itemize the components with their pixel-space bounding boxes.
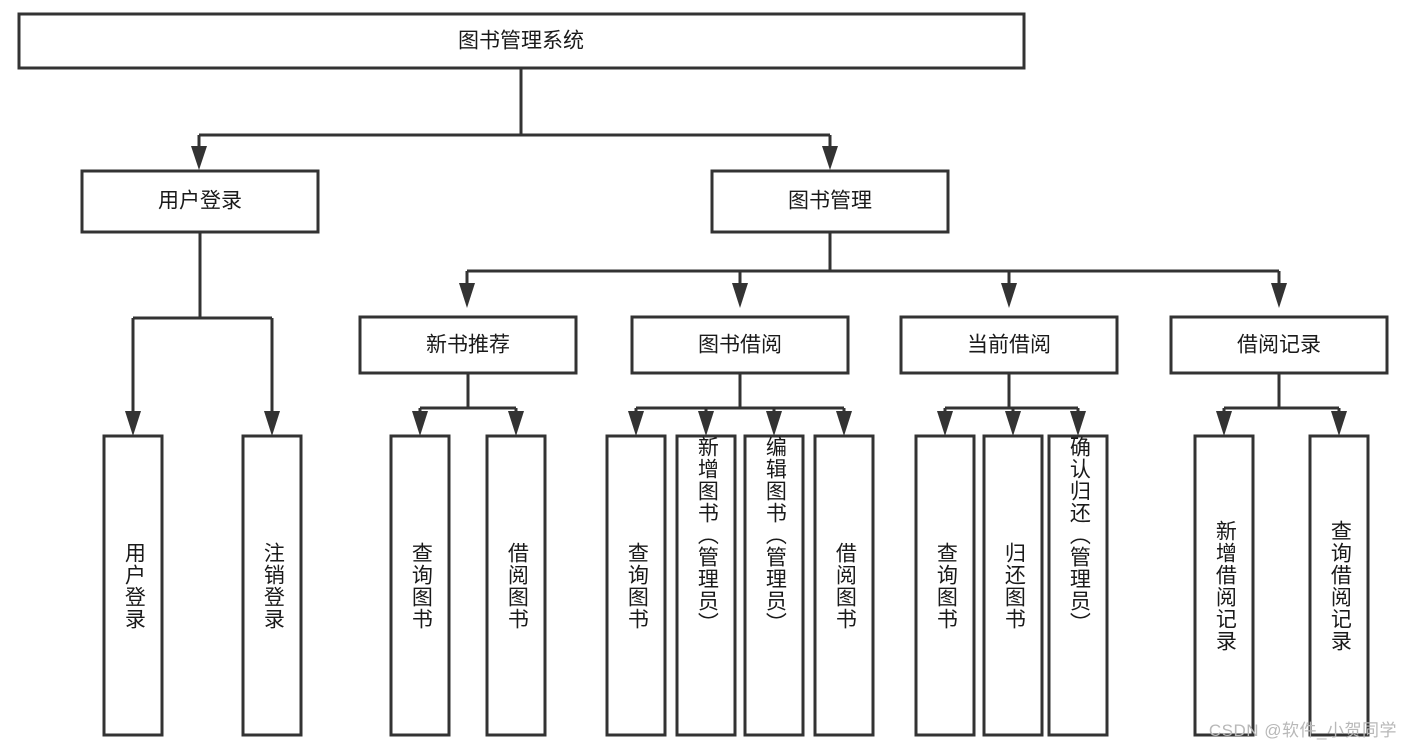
leaf-box-current-query[interactable] <box>914 434 976 737</box>
node-borrow-record[interactable]: 借阅记录 <box>1169 315 1389 375</box>
connector-borrow-record-to-leaves <box>1216 373 1347 436</box>
arrow-to-new-book <box>459 283 475 308</box>
arrow-to-current-borrow <box>1001 283 1017 308</box>
leaf-box-current-confirm[interactable] <box>1047 434 1109 737</box>
connector-root-to-level2 <box>191 68 838 170</box>
leaf-box-borrow-lend[interactable] <box>813 434 875 737</box>
connector-book-manage-to-level3 <box>459 232 1287 308</box>
csdn-watermark: CSDN @软件_小贺同学 <box>1208 721 1397 740</box>
node-new-book-box[interactable] <box>358 315 578 375</box>
node-current-borrow-label: 当前借阅 <box>967 334 1051 357</box>
node-book-manage-label: 图书管理 <box>788 190 872 213</box>
leaf-box-newbook-borrow[interactable] <box>485 434 547 737</box>
arrow-to-user-login <box>191 146 207 170</box>
node-new-book[interactable]: 新书推荐 <box>358 315 578 375</box>
arrow-to-leaf-logout <box>264 411 280 436</box>
leaf-box-record-add[interactable] <box>1193 434 1255 737</box>
node-borrow-record-label: 借阅记录 <box>1237 334 1321 357</box>
leaf-box-logout[interactable] <box>241 434 303 737</box>
node-current-borrow-box[interactable] <box>899 315 1119 375</box>
arrow-to-borrow-record <box>1271 283 1287 308</box>
arrow-to-book-manage <box>822 146 838 170</box>
connector-current-borrow-to-leaves <box>937 373 1086 436</box>
node-root-box[interactable] <box>17 12 1026 70</box>
connector-user-login-to-leaves <box>125 232 280 436</box>
leaf-box-newbook-query[interactable] <box>389 434 451 737</box>
node-user-login[interactable]: 用户登录 <box>80 169 320 234</box>
node-book-borrow[interactable]: 图书借阅 <box>630 315 850 375</box>
connector-book-borrow-to-leaves <box>628 373 852 436</box>
node-book-borrow-label: 图书借阅 <box>698 334 782 357</box>
leaf-box-borrow-add[interactable] <box>675 434 737 737</box>
leaf-box-user-login[interactable] <box>102 434 164 737</box>
node-root[interactable]: 图书管理系统 <box>17 12 1026 70</box>
leaf-box-current-return[interactable] <box>982 434 1044 737</box>
leaf-box-borrow-edit[interactable] <box>743 434 805 737</box>
node-user-login-label: 用户登录 <box>158 190 242 213</box>
node-user-login-box[interactable] <box>80 169 320 234</box>
node-root-label: 图书管理系统 <box>458 30 584 53</box>
connector-new-book-to-leaves <box>412 373 524 436</box>
arrow-to-leaf-user-login <box>125 411 141 436</box>
arrow-to-book-borrow <box>732 283 748 308</box>
node-new-book-label: 新书推荐 <box>426 334 510 357</box>
leaf-box-borrow-query[interactable] <box>605 434 667 737</box>
node-book-manage[interactable]: 图书管理 <box>710 169 950 234</box>
node-current-borrow[interactable]: 当前借阅 <box>899 315 1119 375</box>
leaf-box-record-query[interactable] <box>1308 434 1370 737</box>
